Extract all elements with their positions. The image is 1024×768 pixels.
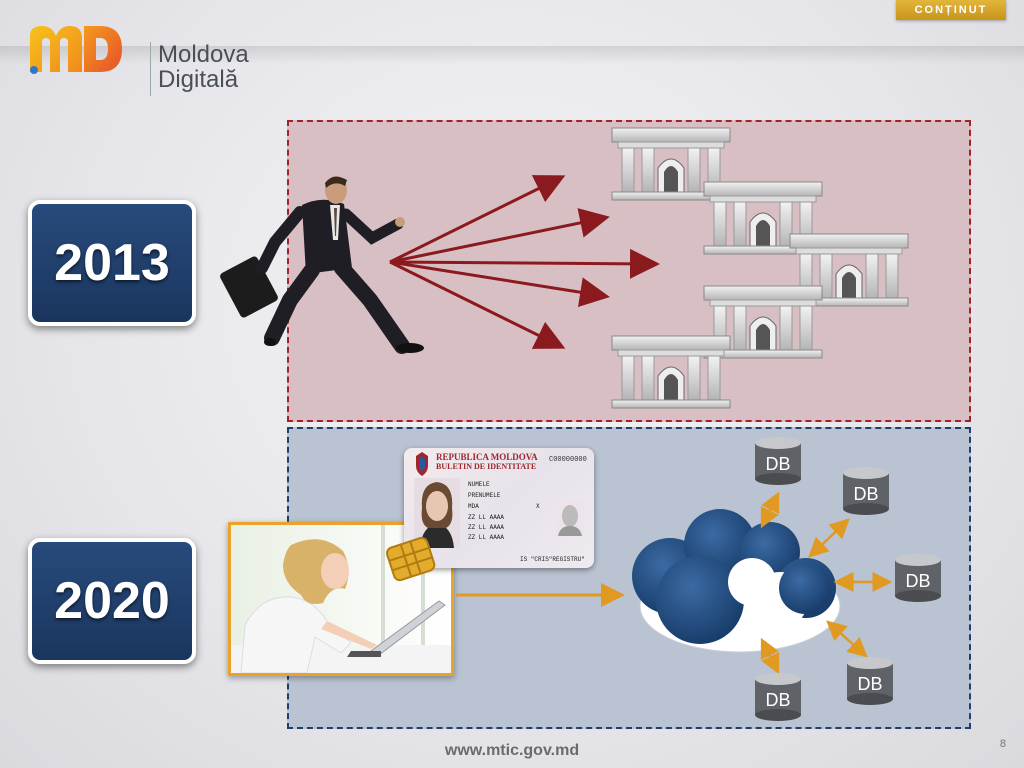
id-sex: X [536, 503, 540, 510]
logo-line-1: Moldova [158, 41, 249, 68]
db-label-4: DB [857, 674, 883, 694]
id-given-name: PRENUMELE [468, 492, 501, 499]
smart-chip-icon [386, 536, 436, 582]
database-icon-5: DB [754, 672, 802, 722]
year-badge-2013: 2013 [28, 200, 196, 326]
footer-url[interactable]: www.mtic.gov.md [444, 742, 580, 759]
id-country: REPUBLICA MOLDOVA [436, 452, 538, 462]
year-badge-2020: 2020 [28, 538, 196, 664]
id-card: REPUBLICA MOLDOVA BULETIN DE IDENTITATE … [404, 448, 594, 568]
red-arrows [389, 175, 660, 349]
arrow-3 [389, 248, 660, 279]
id-surname: NUMELE [468, 481, 490, 488]
db-label-3: DB [905, 571, 931, 591]
header-shadow [0, 46, 1024, 64]
continut-button[interactable]: CONȚINUT [896, 0, 1006, 20]
building-1 [611, 127, 731, 201]
connector-db-5 [760, 637, 780, 675]
woman-laptop-image [231, 525, 451, 673]
db-cylinder-1 [755, 437, 801, 485]
id-authority: IS "CRIS"REGISTRU" [520, 556, 585, 563]
logo-line-2: Digitală [158, 66, 239, 93]
arrow-4 [389, 260, 610, 308]
moldova-coat-of-arms-icon [416, 452, 428, 476]
arrow-2 [389, 208, 610, 264]
db-cylinder-5 [755, 673, 801, 721]
building-3 [789, 233, 909, 307]
db-label-5: DB [765, 690, 791, 710]
db-connectors [760, 491, 893, 675]
connector-db-1 [760, 491, 780, 529]
logo-divider [150, 42, 151, 96]
id-ghost-photo [556, 500, 584, 536]
id-title: BULETIN DE IDENTITATE [436, 462, 537, 471]
arrow-5 [389, 260, 566, 349]
db-label-1: DB [765, 454, 791, 474]
id-issue-date: ZZ LL AAAA [468, 524, 505, 531]
id-citizenship: MDA [468, 503, 479, 510]
database-icon-2: DB [842, 466, 890, 516]
md-logo-icon [30, 26, 122, 74]
database-icon-3: DB [894, 553, 942, 603]
logo-wordmark: Moldova Digitală [158, 42, 249, 92]
businessman-figure [220, 176, 424, 354]
db-cylinder-2 [843, 467, 889, 515]
id-birth-date: ZZ LL AAAA [468, 514, 505, 521]
database-icon-4: DB [846, 656, 894, 706]
connector-db-2 [808, 518, 850, 558]
id-expiry-date: ZZ LL AAAA [468, 534, 505, 541]
id-number: C00000000 [549, 456, 587, 464]
page-number: 8 [999, 738, 1006, 750]
cloud-icon [632, 509, 841, 653]
building-5 [611, 335, 731, 409]
db-label-2: DB [853, 484, 879, 504]
db-cylinder-3 [895, 554, 941, 602]
arrow-1 [389, 175, 566, 264]
db-cylinder-4 [847, 657, 893, 705]
moldova-digitala-logo: Moldova Digitală [26, 18, 249, 96]
database-icon-1: DB [754, 436, 802, 486]
connector-db-4 [826, 620, 868, 658]
id-photo [414, 478, 460, 548]
woman-laptop-photo [228, 522, 454, 676]
building-2 [703, 181, 823, 255]
